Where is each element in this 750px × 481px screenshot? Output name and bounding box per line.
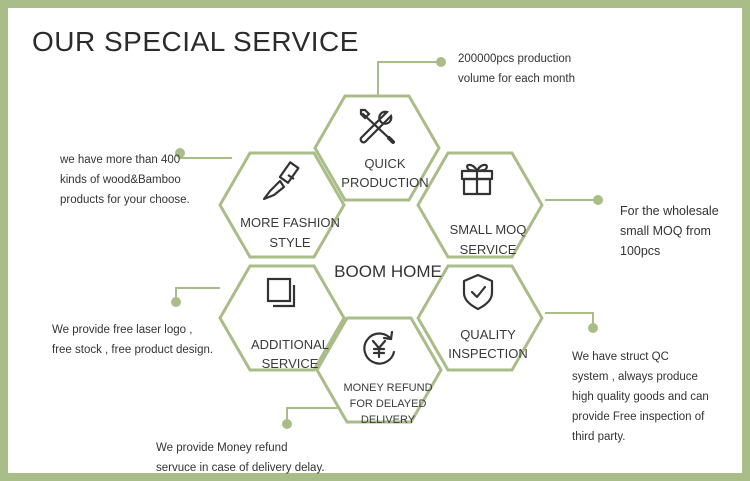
hex-label-moq: SMALL MOQ SERVICE	[428, 220, 548, 260]
hex-label-line: QUICK	[364, 156, 406, 171]
note-moq: For the wholesale small MOQ from 100pcs	[620, 201, 740, 261]
dot-quality	[588, 323, 598, 333]
layers-icon	[266, 277, 296, 308]
hex-label-line: FOR DELAYED	[349, 398, 427, 410]
note-line: system , always produce	[572, 371, 698, 383]
note-line: small MOQ from	[620, 224, 711, 238]
hex-refund	[315, 316, 443, 424]
note-line: We have struct QC	[572, 351, 669, 363]
dot-additional	[171, 297, 181, 307]
connector-quick	[377, 61, 441, 95]
note-additional: We provide free laser logo , free stock …	[52, 320, 232, 360]
hex-label-line: INSPECTION	[448, 346, 528, 361]
note-line: We provide free laser logo ,	[52, 324, 193, 336]
hex-label-line: ADDITIONAL	[250, 337, 329, 352]
hexagon-diagram	[171, 57, 603, 429]
hex-moq	[416, 151, 544, 259]
note-line: free stock , free product design.	[52, 344, 214, 356]
hex-label-line: DELIVERY	[360, 414, 416, 426]
note-quality: We have struct QC system , always produc…	[572, 347, 742, 447]
hex-label-refund: MONEY REFUND FOR DELAYED DELIVERY	[328, 380, 448, 428]
connector-quality	[545, 312, 594, 327]
hex-quick	[313, 94, 441, 202]
shield-check-icon	[462, 273, 494, 311]
hex-label-line: STYLE	[269, 235, 311, 250]
note-line: high quality goods and can	[572, 391, 709, 403]
tools-icon	[359, 108, 395, 144]
connector-additional	[175, 287, 220, 300]
hex-label-quick: QUICK PRODUCTION	[335, 154, 435, 192]
hex-quality	[416, 264, 544, 372]
note-quick: 200000pcs production volume for each mon…	[458, 49, 608, 89]
note-line: servuce in case of delivery delay.	[156, 462, 325, 474]
dot-fashion	[175, 148, 185, 158]
note-refund: We provide Money refund servuce in case …	[156, 438, 356, 478]
hex-label-line: MONEY REFUND	[343, 382, 433, 394]
dot-refund	[282, 419, 292, 429]
connector-refund	[286, 407, 340, 423]
dot-moq	[593, 195, 603, 205]
note-line: provide Free inspection of	[572, 411, 705, 423]
hexagons	[218, 94, 544, 424]
note-line: 200000pcs production	[458, 53, 572, 65]
hex-label-line: SMALL MOQ	[449, 222, 527, 237]
page-title: OUR SPECIAL SERVICE	[32, 26, 359, 57]
note-line: third party.	[572, 431, 626, 443]
note-line: 100pcs	[620, 244, 661, 258]
yen-refund-icon	[363, 330, 396, 365]
hex-label-additional: ADDITIONAL SERVICE	[230, 335, 350, 373]
hex-label-line: SERVICE	[261, 356, 319, 371]
note-line: kinds of wood&Bamboo	[60, 174, 181, 186]
paintbrush-icon	[262, 161, 300, 201]
gift-icon	[460, 163, 494, 196]
dot-quick	[436, 57, 446, 67]
note-line: For the wholesale	[620, 204, 719, 218]
hex-additional	[218, 264, 346, 372]
connectors	[175, 61, 598, 423]
center-label: BOOM HOME	[334, 262, 442, 281]
hex-label-line: PRODUCTION	[341, 175, 429, 190]
note-line: we have more than 400	[60, 154, 181, 166]
hex-label-line: MORE FASHION	[240, 215, 340, 230]
connector-dots	[171, 57, 603, 429]
hex-label-quality: QUALITY INSPECTION	[428, 325, 548, 363]
hex-label-line: QUALITY	[460, 327, 516, 342]
hex-label-line: SERVICE	[459, 242, 517, 257]
note-line: We provide Money refund	[156, 442, 288, 454]
note-line: products for your choose.	[60, 194, 190, 206]
hex-fashion	[218, 151, 346, 259]
note-line: volume for each month	[458, 73, 575, 85]
hex-label-fashion: MORE FASHION STYLE	[230, 213, 350, 253]
note-fashion: we have more than 400 kinds of wood&Bamb…	[60, 150, 220, 210]
